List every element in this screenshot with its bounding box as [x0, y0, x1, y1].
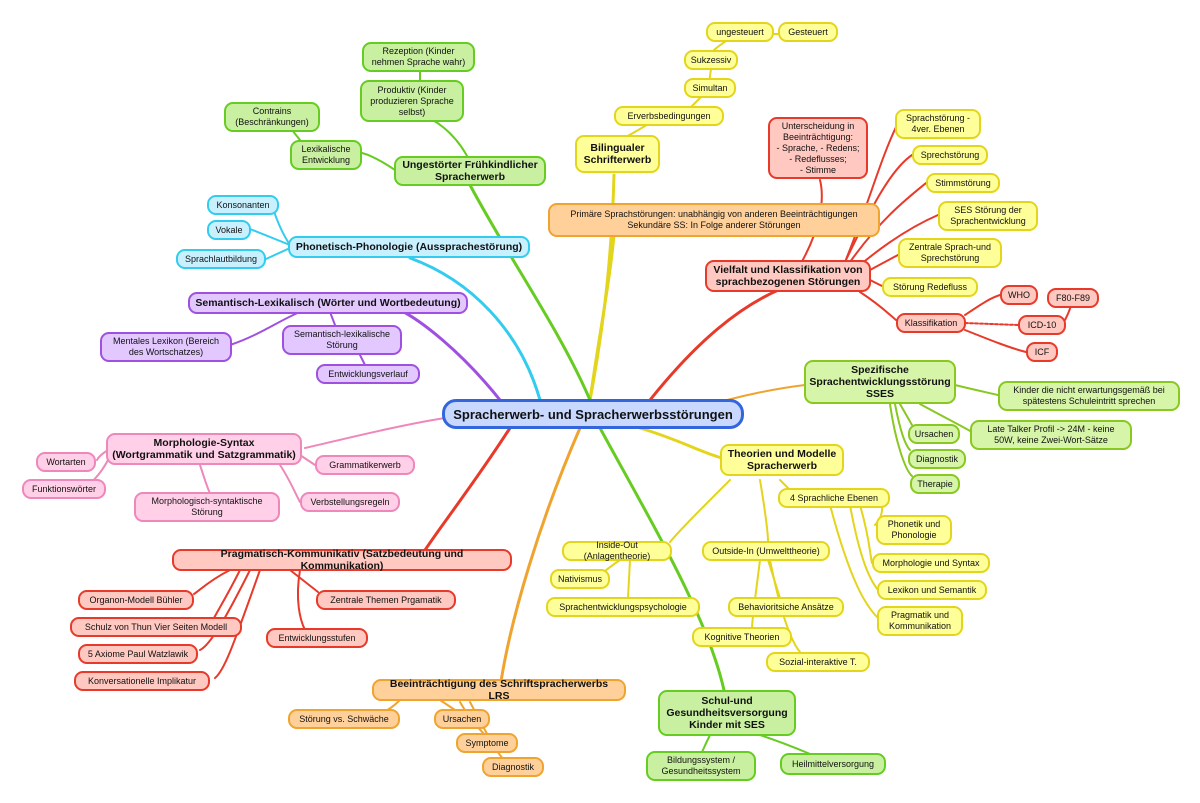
node-icd-10[interactable]: ICD-10	[1018, 315, 1066, 335]
node-produktiv[interactable]: Produktiv (Kinder produzieren Sprache se…	[360, 80, 464, 122]
node-kognitive-theorien[interactable]: Kognitive Theorien	[692, 627, 792, 647]
node-lrs-symptome[interactable]: Symptome	[456, 733, 518, 753]
node-konversationelle-implikatur[interactable]: Konversationelle Implikatur	[74, 671, 210, 691]
node-mentales-lexikon[interactable]: Mentales Lexikon (Bereich des Wortschatz…	[100, 332, 232, 362]
topic-phonetisch-phonologie[interactable]: Phonetisch-Phonologie (Aussprachestörung…	[288, 236, 530, 258]
link-root-primaer	[588, 233, 616, 402]
node-entwicklungsstufen[interactable]: Entwicklungsstufen	[266, 628, 368, 648]
node-stimmstoerung[interactable]: Stimmstörung	[926, 173, 1000, 193]
node-funktionswoerter[interactable]: Funktionswörter	[22, 479, 106, 499]
node-semantisch-lexikalische-stoerung[interactable]: Semantisch-lexikalische Störung	[282, 325, 402, 355]
topic-pragmatisch-kommunikativ[interactable]: Pragmatisch-Kommunikativ (Satzbedeutung …	[172, 548, 512, 572]
node-stoerung-vs-schwaeche[interactable]: Störung vs. Schwäche	[288, 709, 400, 729]
node-simultan[interactable]: Simultan	[684, 78, 736, 98]
node-behavioristische-ansaetze[interactable]: Behavioritsiche Ansätze	[728, 597, 844, 617]
node-primaere-sprachstoerungen[interactable]: Primäre Sprachstörungen: unabhängig von …	[548, 203, 880, 237]
node-sukzessiv[interactable]: Sukzessiv	[684, 50, 738, 70]
link-root-schul	[598, 426, 727, 697]
topic-sses[interactable]: Spezifische Sprachentwicklungsstörung SS…	[804, 360, 956, 404]
node-5-axiome[interactable]: 5 Axiome Paul Watzlawik	[78, 644, 198, 664]
link-root-semantisch	[398, 308, 502, 402]
node-sozial-interaktive[interactable]: Sozial-interaktive T.	[766, 652, 870, 672]
link-root-theorien	[638, 426, 724, 460]
topic-bilingual[interactable]: Bilingualer Schrifterwerb	[575, 135, 660, 173]
topic-semantisch-lexikalisch[interactable]: Semantisch-Lexikalisch (Wörter und Wortb…	[188, 292, 468, 314]
node-heilmittelversorgung[interactable]: Heilmittelversorgung	[780, 753, 886, 775]
topic-vielfalt-klassifikation[interactable]: Vielfalt und Klassifikation von sprachbe…	[705, 260, 871, 292]
node-organon-modell[interactable]: Organon-Modell Bühler	[78, 590, 194, 610]
node-f80-f89[interactable]: F80-F89	[1047, 288, 1099, 308]
link-root-fruehkindlich	[468, 183, 592, 402]
node-zentrale-themen[interactable]: Zentrale Themen Prgamatik	[316, 590, 456, 610]
node-sses-diagnostik[interactable]: Diagnostik	[908, 449, 966, 469]
node-konsonanten[interactable]: Konsonanten	[207, 195, 279, 215]
node-lexikalische-entwicklung[interactable]: Lexikalische Entwicklung	[290, 140, 362, 170]
topic-morphologie-syntax[interactable]: Morphologie-Syntax (Wortgrammatik und Sa…	[106, 433, 302, 465]
topic-lrs[interactable]: Beeinträchtigung des Schriftspracherwerb…	[372, 678, 626, 702]
link-root-phonetisch	[408, 256, 542, 402]
node-erwerbsbedingungen[interactable]: Erverbsbedingungen	[614, 106, 724, 126]
node-phonetik-phonologie[interactable]: Phonetik und Phonologie	[876, 515, 952, 545]
node-sprachstoerung-ebenen[interactable]: Sprachstörung - 4ver. Ebenen	[895, 109, 981, 139]
node-schulz-von-thun[interactable]: Schulz von Thun Vier Seiten Modell	[70, 617, 242, 637]
node-sses-therapie[interactable]: Therapie	[910, 474, 960, 494]
node-morphologisch-syntaktische-stoerung[interactable]: Morphologisch-syntaktische Störung	[134, 492, 280, 522]
node-outside-in[interactable]: Outside-In (Umwelttheorie)	[702, 541, 830, 561]
link-root-morph	[304, 417, 446, 449]
node-4-sprachliche-ebenen[interactable]: 4 Sprachliche Ebenen	[778, 488, 890, 508]
node-sprachentwicklungspsychologie[interactable]: Sprachentwicklungspsychologie	[546, 597, 700, 617]
node-morphologie-syntax[interactable]: Morphologie und Syntax	[872, 553, 990, 573]
node-gesteuert[interactable]: Gesteuert	[778, 22, 838, 42]
node-icf[interactable]: ICF	[1026, 342, 1058, 362]
link-root-lrs	[498, 426, 582, 690]
node-rezeption[interactable]: Rezeption (Kinder nehmen Sprache wahr)	[362, 42, 475, 72]
node-lexikon-semantik[interactable]: Lexikon und Semantik	[877, 580, 987, 600]
node-contrains[interactable]: Contrains (Beschränkungen)	[224, 102, 320, 132]
node-sprechstoerung[interactable]: Sprechstörung	[912, 145, 988, 165]
node-wortarten[interactable]: Wortarten	[36, 452, 96, 472]
node-sses-ursachen[interactable]: Ursachen	[908, 424, 960, 444]
node-kinder-nicht-erwartungsgemaess[interactable]: Kinder die nicht erwartungsgemäß bei spä…	[998, 381, 1180, 411]
node-grammatikerwerb[interactable]: Grammatikerwerb	[315, 455, 415, 475]
link-root-pragmatisch	[418, 426, 512, 560]
node-vokale[interactable]: Vokale	[207, 220, 251, 240]
root-topic[interactable]: Spracherwerb- und Spracherwerbsstörungen	[442, 399, 744, 429]
node-sprachlautbildung[interactable]: Sprachlautbildung	[176, 249, 266, 269]
node-ses-stoerung[interactable]: SES Störung der Sprachentwicklung	[938, 201, 1038, 231]
node-who[interactable]: WHO	[1000, 285, 1038, 305]
node-inside-out[interactable]: Inside-Out (Anlagentheorie)	[562, 540, 672, 561]
node-lrs-diagnostik[interactable]: Diagnostik	[482, 757, 544, 777]
node-klassifikation[interactable]: Klassifikation	[896, 313, 966, 333]
node-zentrale-stoerung[interactable]: Zentrale Sprach-und Sprechstörung	[898, 238, 1002, 268]
node-lrs-ursachen[interactable]: Ursachen	[434, 709, 490, 729]
node-unterscheidung[interactable]: Unterscheidung in Beeinträchtigung: - Sp…	[768, 117, 868, 179]
node-stoerung-redefluss[interactable]: Störung Redefluss	[882, 277, 978, 297]
node-nativismus[interactable]: Nativismus	[550, 569, 610, 589]
node-entwicklungsverlauf[interactable]: Entwicklungsverlauf	[316, 364, 420, 384]
topic-schul-gesundheitsversorgung[interactable]: Schul-und Gesundheitsversorgung Kinder m…	[658, 690, 796, 736]
node-verbstellungsregeln[interactable]: Verbstellungsregeln	[300, 492, 400, 512]
link-root-vielfalt	[648, 280, 802, 402]
node-bildungssystem[interactable]: Bildungssystem / Gesundheitssystem	[646, 751, 756, 781]
node-pragmatik-kommunikation[interactable]: Pragmatik und Kommunikation	[877, 606, 963, 636]
node-late-talker[interactable]: Late Talker Profil -> 24M - keine 50W, k…	[970, 420, 1132, 450]
topic-fruehkindlich[interactable]: Ungestörter Frühkindlicher Spracherwerb	[394, 156, 546, 186]
node-ungesteuert[interactable]: ungesteuert	[706, 22, 774, 42]
topic-theorien-modelle[interactable]: Theorien und Modelle Spracherwerb	[720, 444, 844, 476]
